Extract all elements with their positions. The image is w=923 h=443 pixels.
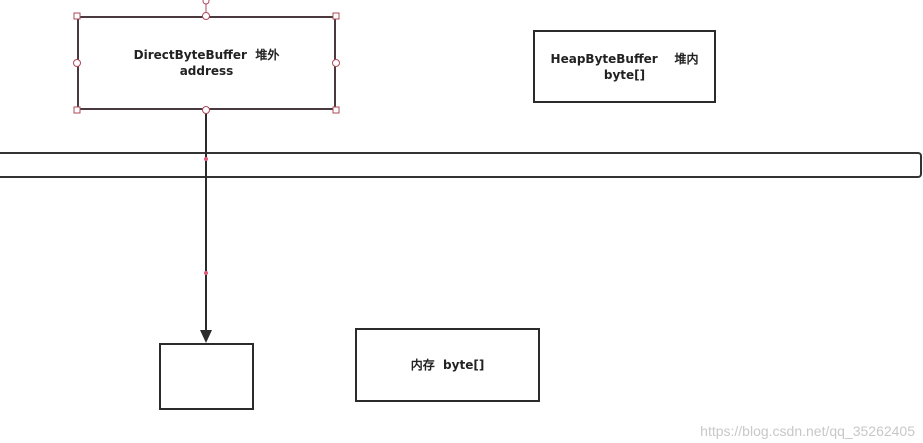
memory-label: 内存 byte[] [410, 358, 485, 372]
direct-buffer-field: address [179, 64, 234, 78]
waypoint-marker [204, 271, 208, 275]
watermark: https://blog.csdn.net/qq_35262405 [700, 423, 915, 439]
boundary-band [0, 152, 922, 178]
heap-byte-buffer-node[interactable]: HeapByteBuffer 堆内 byte[] [533, 30, 716, 103]
direct-byte-buffer-node[interactable]: DirectByteBuffer 堆外 address [77, 16, 336, 110]
pointer-arrow-head [200, 330, 212, 343]
direct-buffer-title: DirectByteBuffer 堆外 [133, 48, 280, 62]
heap-buffer-field: byte[] [603, 67, 646, 82]
heap-buffer-title: HeapByteBuffer 堆内 [550, 51, 699, 66]
target-memory-block[interactable] [159, 343, 254, 410]
memory-byte-array-node[interactable]: 内存 byte[] [355, 328, 540, 402]
rotate-handle[interactable] [202, 0, 210, 5]
